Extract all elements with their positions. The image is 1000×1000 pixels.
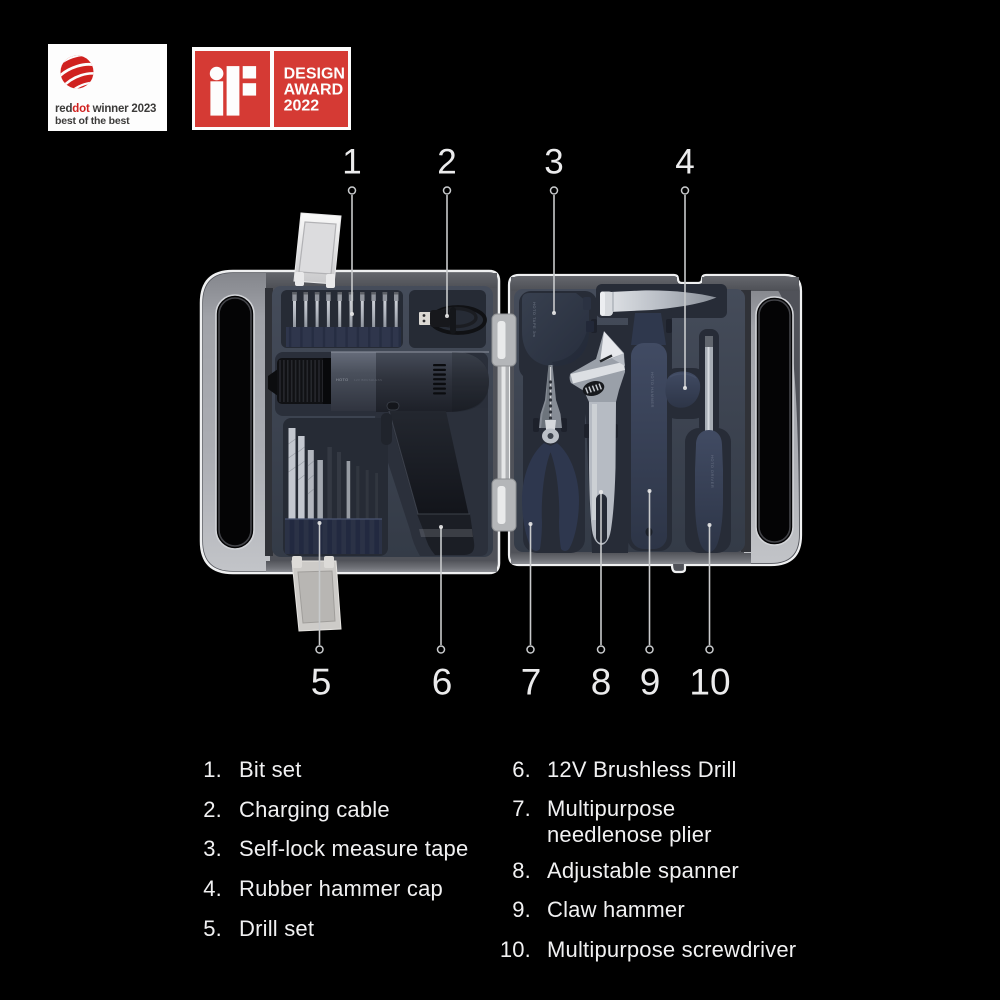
svg-text:HOTO TAPE 3m: HOTO TAPE 3m bbox=[532, 302, 537, 338]
svg-text:3: 3 bbox=[544, 143, 563, 182]
svg-text:1: 1 bbox=[342, 143, 361, 182]
svg-text:HOTO: HOTO bbox=[336, 378, 349, 382]
svg-text:12V BRUSHLESS: 12V BRUSHLESS bbox=[354, 378, 382, 382]
svg-text:4: 4 bbox=[675, 143, 694, 182]
svg-text:HOTO HAMMER: HOTO HAMMER bbox=[650, 372, 655, 408]
svg-text:2022: 2022 bbox=[284, 98, 320, 115]
svg-text:2: 2 bbox=[437, 143, 456, 182]
svg-text:10: 10 bbox=[689, 662, 730, 703]
svg-text:9: 9 bbox=[640, 662, 661, 703]
svg-text:DESIGN: DESIGN bbox=[284, 66, 345, 83]
svg-text:7: 7 bbox=[521, 662, 542, 703]
svg-text:8: 8 bbox=[591, 662, 612, 703]
svg-text:5: 5 bbox=[311, 662, 332, 703]
svg-text:HOTO DRIVER: HOTO DRIVER bbox=[710, 455, 715, 488]
svg-text:AWARD: AWARD bbox=[284, 82, 344, 99]
svg-text:6: 6 bbox=[432, 662, 453, 703]
